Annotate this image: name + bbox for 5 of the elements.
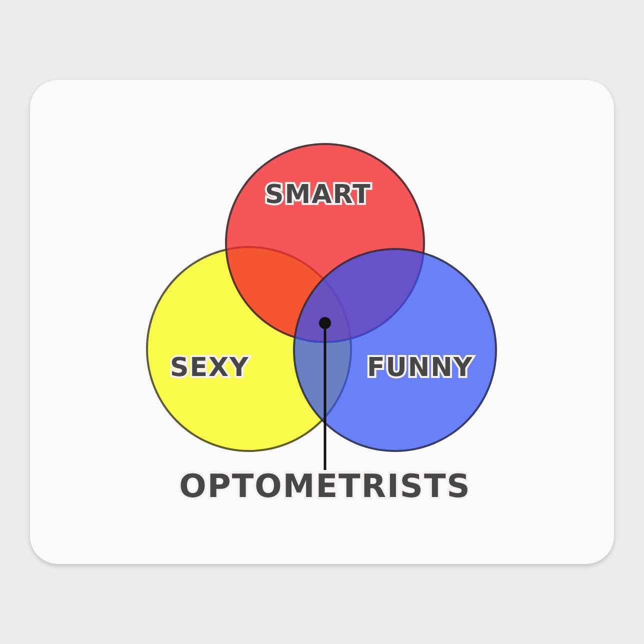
node-label: FUNNY <box>367 353 474 383</box>
leader-line <box>324 329 326 470</box>
node-label: SEXY <box>170 353 250 383</box>
node-label: SMART <box>265 180 372 210</box>
node-label: OPTOMETRISTS <box>179 467 471 505</box>
